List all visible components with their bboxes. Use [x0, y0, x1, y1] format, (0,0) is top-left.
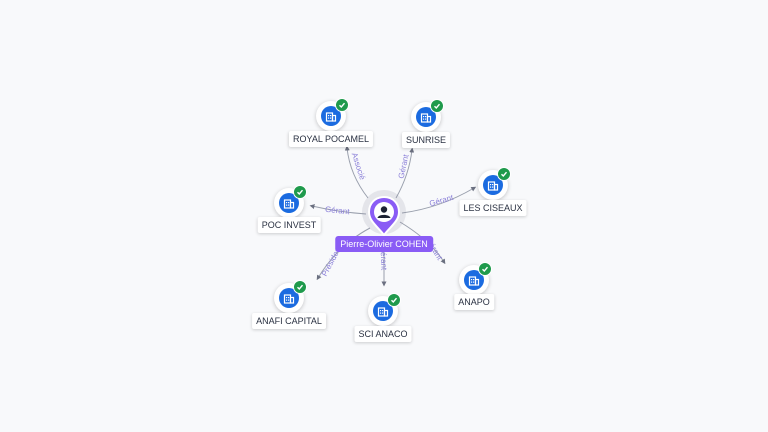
node-les-ciseaux[interactable]: [478, 167, 511, 200]
node-label-anafi-capital[interactable]: ANAFI CAPITAL: [252, 313, 326, 329]
node-label-les-ciseaux[interactable]: LES CISEAUX: [459, 200, 527, 216]
edge-label-les-ciseaux: Gérant: [428, 193, 455, 209]
node-label-poc-invest[interactable]: POC INVEST: [257, 217, 321, 233]
edge-les-ciseaux: [401, 186, 477, 214]
verified-check-icon: [387, 293, 401, 307]
verified-check-icon: [335, 98, 349, 112]
edge-label-poc-invest: Gérant: [325, 205, 351, 217]
edge-royal-pocamel: [344, 145, 369, 199]
verified-check-icon: [478, 262, 492, 276]
verified-check-icon: [293, 280, 307, 294]
node-sci-anaco[interactable]: [368, 293, 401, 326]
node-label-royal-pocamel[interactable]: ROYAL POCAMEL: [288, 131, 374, 147]
node-anafi-capital[interactable]: [274, 280, 307, 313]
node-label-anapo[interactable]: ANAPO: [454, 294, 494, 310]
edge-label-royal-pocamel: Associé: [350, 152, 367, 182]
building-icon: [373, 301, 393, 321]
building-icon: [464, 270, 484, 290]
node-label-sci-anaco[interactable]: SCI ANACO: [354, 326, 412, 342]
person-icon[interactable]: [366, 195, 402, 239]
edge-sunrise: [395, 147, 415, 199]
verified-check-icon: [430, 99, 444, 113]
node-label-sunrise[interactable]: SUNRISE: [401, 132, 451, 148]
building-icon: [279, 288, 299, 308]
building-icon: [321, 106, 341, 126]
verified-check-icon: [497, 167, 511, 181]
edge-poc-invest: [309, 204, 367, 215]
node-royal-pocamel[interactable]: [316, 98, 349, 131]
edge-label-sci-anaco: Gérant: [379, 246, 389, 272]
node-anapo[interactable]: [459, 262, 492, 295]
verified-check-icon: [293, 185, 307, 199]
building-icon: [483, 175, 503, 195]
node-poc-invest[interactable]: [274, 185, 307, 218]
node-sunrise[interactable]: [411, 99, 444, 132]
center-node-label[interactable]: Pierre-Olivier COHEN: [335, 236, 433, 252]
building-icon: [279, 193, 299, 213]
building-icon: [416, 107, 436, 127]
